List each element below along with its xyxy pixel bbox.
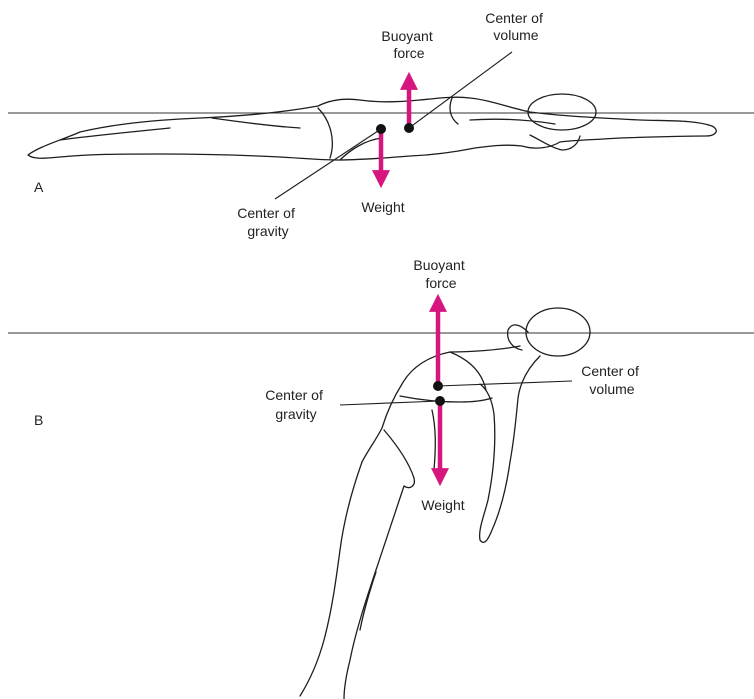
- center-of-volume-label-b-line1: Center of: [581, 363, 639, 379]
- center-of-volume-leader-a: [409, 52, 512, 128]
- center-of-volume-label-a-line1: Center of: [485, 10, 543, 26]
- weight-label-a: Weight: [361, 199, 404, 215]
- center-of-gravity-leader-b: [340, 401, 440, 405]
- center-of-volume-label-b: Center of volume: [581, 363, 642, 397]
- center-of-volume-label-a-line2: volume: [493, 27, 538, 43]
- weight-label-b: Weight: [421, 497, 464, 513]
- panel-b: B Buoyant force Center of volume Center …: [8, 257, 754, 699]
- buoyant-force-label-a-line2: force: [393, 45, 424, 61]
- center-of-gravity-label-b-line2: gravity: [275, 406, 316, 422]
- center-of-volume-leader-b: [438, 381, 572, 386]
- center-of-gravity-label-b: Center of gravity: [265, 387, 326, 422]
- buoyant-force-label-a-line1: Buoyant: [381, 28, 432, 44]
- swimmer-prone-figure: [28, 94, 716, 160]
- panel-letter-a: A: [34, 179, 44, 195]
- buoyant-force-label-b-line1: Buoyant: [413, 257, 464, 273]
- panel-letter-b: B: [34, 412, 43, 428]
- center-of-volume-label-b-line2: volume: [589, 381, 634, 397]
- panel-a: A Buoyant force Center of volume Center …: [8, 10, 754, 239]
- center-of-gravity-label-a-line1: Center of: [237, 205, 295, 221]
- center-of-gravity-label-b-line1: Center of: [265, 387, 323, 403]
- buoyant-force-label-b: Buoyant force: [413, 257, 468, 291]
- buoyant-force-label-b-line2: force: [425, 275, 456, 291]
- buoyant-force-label-a: Buoyant force: [381, 28, 436, 61]
- center-of-gravity-leader-a: [275, 129, 381, 199]
- center-of-gravity-label-a-line2: gravity: [247, 223, 288, 239]
- center-of-volume-label-a: Center of volume: [485, 10, 546, 43]
- center-of-gravity-label-a: Center of gravity: [237, 205, 298, 239]
